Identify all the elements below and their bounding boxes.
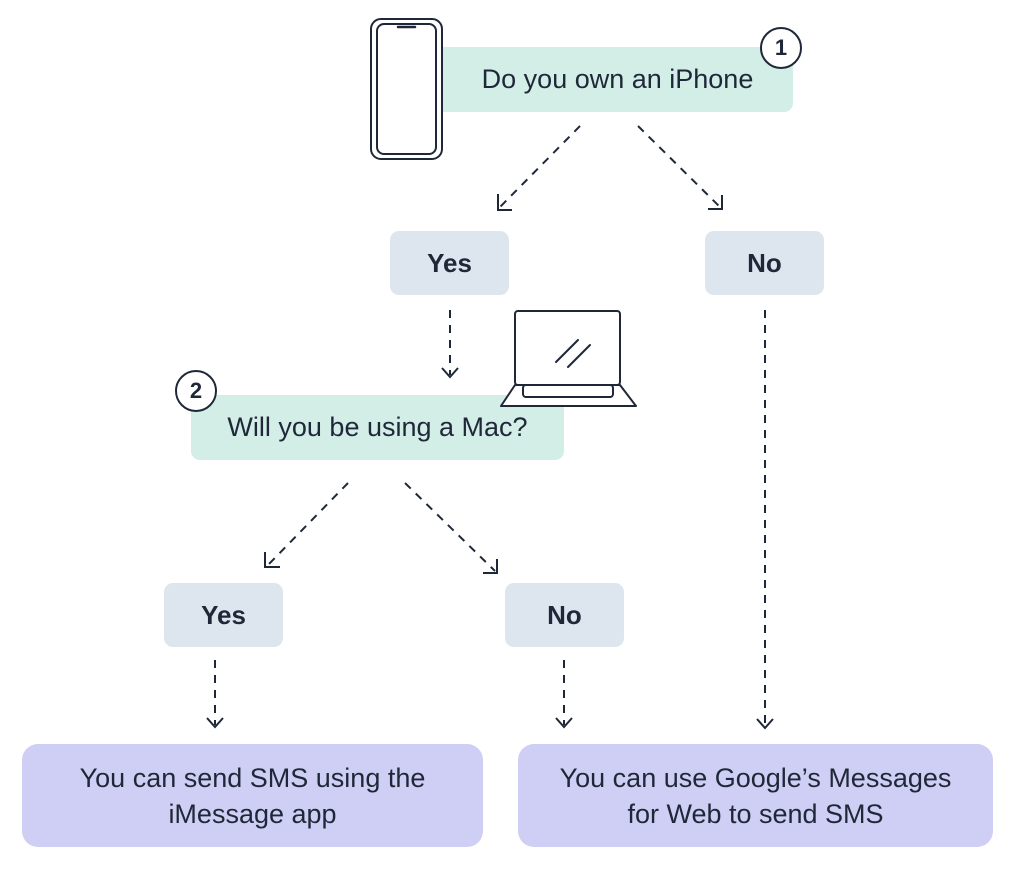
question-2-text: Will you be using a Mac? bbox=[227, 412, 528, 442]
arrowhead bbox=[756, 718, 774, 730]
question-1-box: Do you own an iPhone bbox=[422, 47, 793, 112]
q2-no-label: No bbox=[547, 599, 582, 630]
q1-no-label: No bbox=[747, 247, 782, 278]
arrowhead bbox=[483, 559, 498, 574]
q1-no-box: No bbox=[705, 231, 824, 295]
arrowhead bbox=[206, 717, 224, 729]
result-imessage-box: You can send SMS using the iMessage app bbox=[22, 744, 483, 847]
result-google-messages-line-2: for Web to send SMS bbox=[627, 798, 884, 829]
q1-yes-box: Yes bbox=[390, 231, 509, 295]
result-google-messages-box: You can use Google’s Messages for Web to… bbox=[518, 744, 993, 847]
arrow-q1-no bbox=[637, 125, 721, 208]
result-imessage-line-1: You can send SMS using the bbox=[79, 762, 426, 793]
q1-yes-label: Yes bbox=[427, 247, 472, 278]
step-number-1: 1 bbox=[760, 27, 802, 69]
question-1-text: Do you own an iPhone bbox=[481, 64, 754, 94]
q2-yes-box: Yes bbox=[164, 583, 283, 647]
result-imessage-line-2: iMessage app bbox=[168, 798, 337, 829]
arrow-q1-yes bbox=[499, 125, 581, 208]
phone-icon bbox=[370, 18, 443, 160]
result-google-messages-line-1: You can use Google’s Messages bbox=[559, 762, 952, 793]
arrowhead bbox=[264, 552, 280, 568]
arrowhead bbox=[441, 367, 459, 379]
step-number-2: 2 bbox=[175, 370, 217, 412]
arrowhead bbox=[708, 195, 723, 210]
arrowhead bbox=[497, 194, 512, 211]
q2-yes-label: Yes bbox=[201, 599, 246, 630]
laptop-icon bbox=[500, 310, 637, 407]
q2-no-box: No bbox=[505, 583, 624, 647]
arrow-q2-no bbox=[404, 482, 496, 572]
arrow-q2-yes bbox=[267, 482, 349, 566]
arrowhead bbox=[555, 717, 573, 729]
